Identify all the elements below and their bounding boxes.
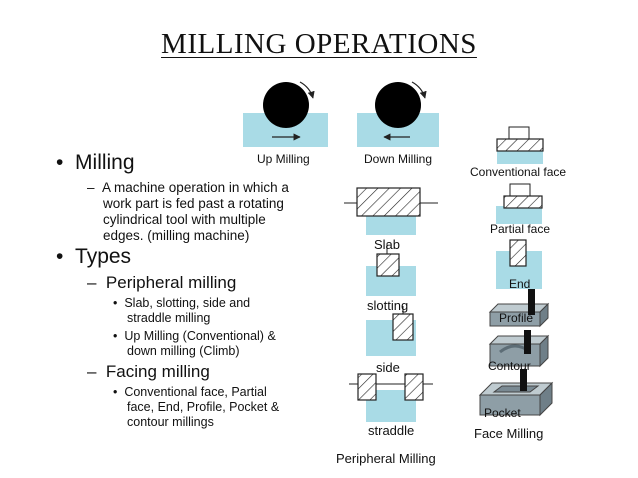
side-diagram: [366, 306, 416, 356]
profile-diagram: [488, 289, 550, 328]
slotting-diagram: [366, 244, 416, 296]
label-profile: Profile: [499, 311, 534, 325]
label-face-milling: Face Milling: [474, 426, 544, 441]
bullet-peripheral: – Peripheral milling: [87, 273, 237, 292]
slab-diagram: [344, 187, 438, 235]
down-milling-diagram: [357, 81, 439, 147]
label-slotting: slotting: [367, 298, 409, 313]
straddle-diagram: [349, 373, 433, 422]
label-straddle: straddle: [368, 423, 415, 438]
label-end: End: [509, 277, 531, 291]
page-title: MILLING OPERATIONS: [161, 28, 477, 60]
peripheral-item: • Up Milling (Conventional) & down milli…: [113, 329, 276, 358]
milling-description: – A machine operation in which a work pa…: [87, 180, 289, 243]
bullet-types: • Types: [56, 245, 132, 268]
up-milling-diagram: [243, 81, 328, 147]
label-contour: Contour: [488, 359, 531, 373]
bullet-facing: – Facing milling: [87, 362, 210, 381]
label-down-milling: Down Milling: [364, 152, 433, 166]
end-diagram: [496, 239, 542, 289]
label-slab: Slab: [374, 237, 401, 252]
contour-diagram: [488, 330, 550, 368]
facing-item: • Conventional face, Partial face, End, …: [113, 385, 280, 429]
pocket-diagram: [478, 369, 554, 417]
label-partial-face: Partial face: [490, 222, 551, 236]
partial-face-diagram: [496, 183, 543, 224]
label-up-milling: Up Milling: [257, 152, 310, 166]
label-pocket: Pocket: [484, 406, 521, 420]
label-conventional-face: Conventional face: [470, 165, 567, 179]
conventional-face-diagram: [496, 126, 544, 164]
bullet-milling: • Milling: [56, 151, 135, 174]
label-peripheral-milling: Peripheral Milling: [336, 451, 436, 466]
label-side: side: [376, 360, 400, 375]
peripheral-item: • Slab, slotting, side and straddle mill…: [113, 296, 251, 325]
